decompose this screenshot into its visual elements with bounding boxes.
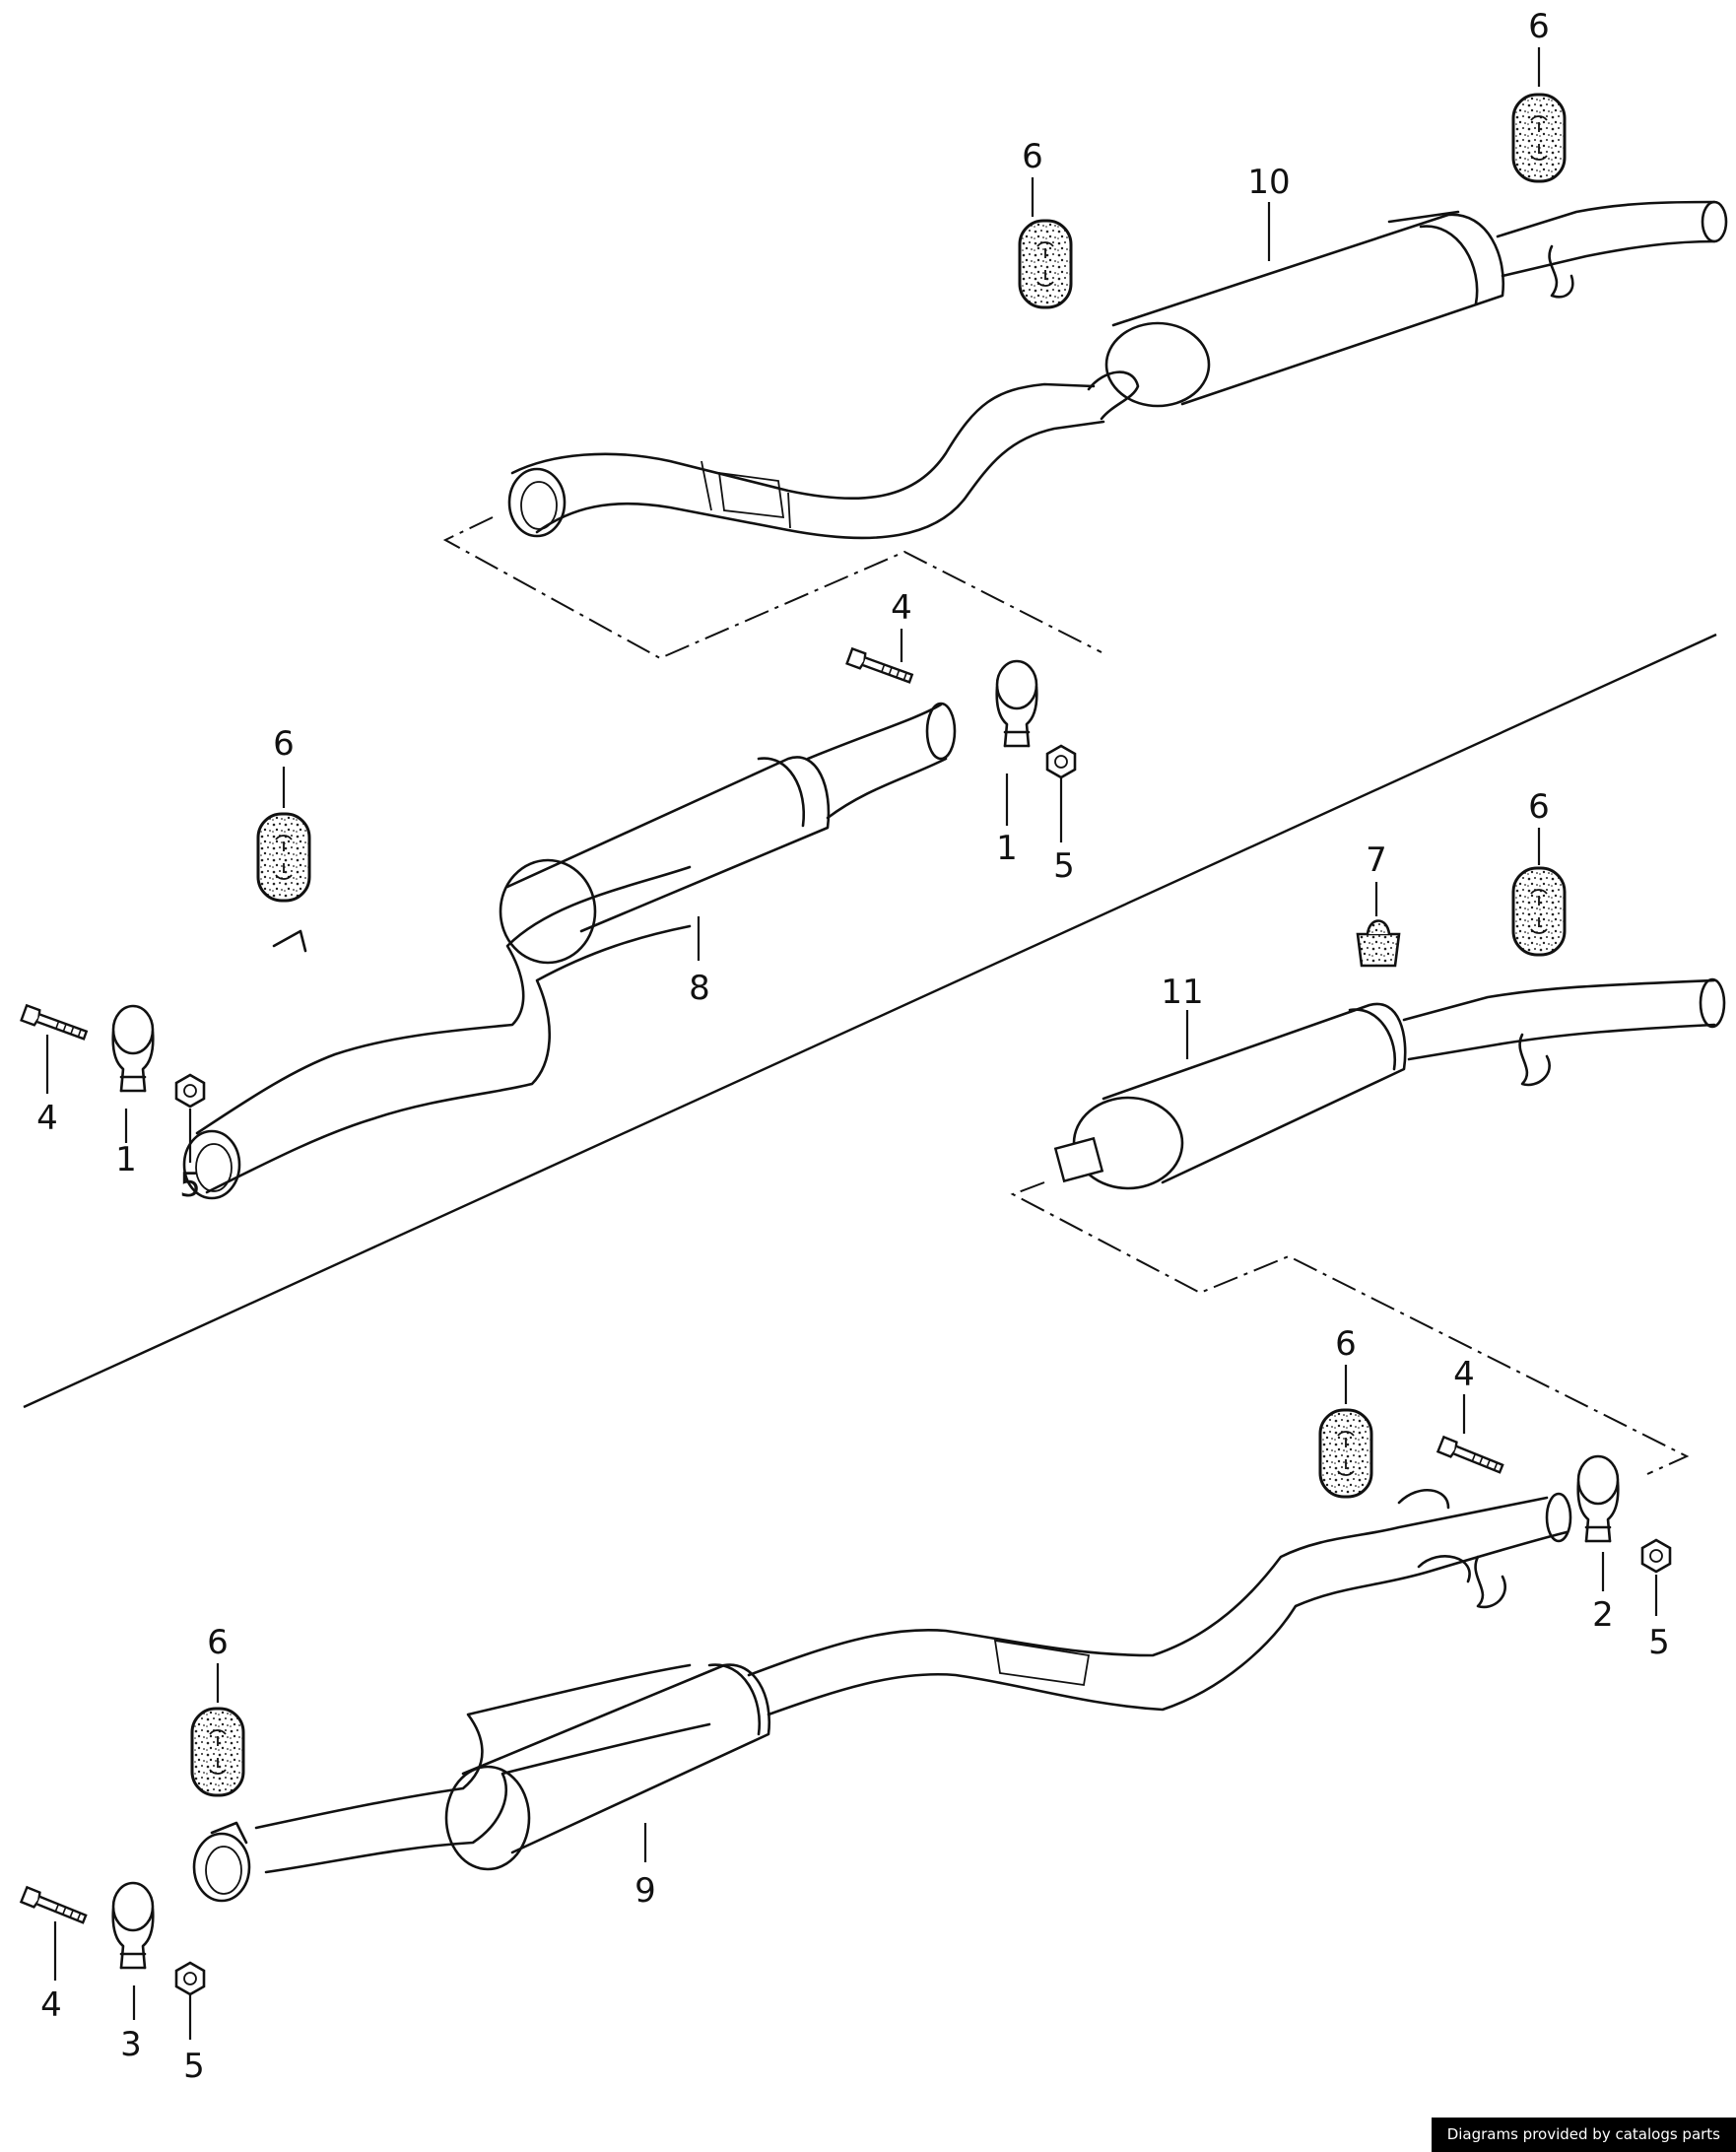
callout-4: 4 <box>40 1985 62 2025</box>
callout-6: 6 <box>1335 1324 1357 1364</box>
callout-4: 4 <box>891 588 912 628</box>
callout-10: 10 <box>1247 163 1290 202</box>
callout-6: 6 <box>1528 7 1550 46</box>
callout-6: 6 <box>1528 787 1550 827</box>
callout-5: 5 <box>179 1166 201 1205</box>
leader-lines <box>45 47 1658 2040</box>
callout-4: 4 <box>36 1099 58 1138</box>
rubber-buffer-icon <box>1356 919 1401 968</box>
rubber-hanger-icon <box>256 812 311 903</box>
callout-1: 1 <box>115 1140 137 1179</box>
bolt-icon <box>20 1886 89 1928</box>
nut-icon <box>1640 1538 1672 1574</box>
callout-3: 3 <box>120 2025 142 2064</box>
pipe-clamp-icon <box>995 659 1038 748</box>
bolt-icon <box>1436 1436 1505 1478</box>
bolt-icon <box>845 647 915 688</box>
callout-6: 6 <box>207 1623 229 1662</box>
callout-11: 11 <box>1161 973 1203 1012</box>
part-8-front-pipe-with-middle-silencer <box>182 702 957 1200</box>
callout-6: 6 <box>273 724 295 764</box>
callout-2: 2 <box>1592 1595 1614 1635</box>
part-11-rear-silencer <box>1010 977 1726 1475</box>
nut-icon <box>174 1073 206 1109</box>
credit-label: Diagrams provided by catalogs parts <box>1431 2118 1736 2152</box>
rubber-hanger-icon <box>190 1707 245 1797</box>
callout-5: 5 <box>1053 846 1075 886</box>
callout-1: 1 <box>996 829 1018 868</box>
nut-icon <box>1045 744 1077 779</box>
nut-icon <box>174 1961 206 1996</box>
rubber-hanger-icon <box>1018 219 1073 309</box>
callout-6: 6 <box>1022 137 1043 176</box>
pipe-clamp-icon <box>1576 1454 1620 1543</box>
pipe-clamp-icon <box>111 1881 155 1970</box>
bolt-icon <box>20 1004 90 1044</box>
callout-4: 4 <box>1453 1355 1475 1394</box>
rubber-hanger-icon <box>1318 1408 1373 1499</box>
rubber-hanger-icon <box>1511 93 1567 183</box>
part-10-rear-silencer-assembly <box>442 200 1728 660</box>
part-9-front-pipe-with-middle-silencer <box>192 1488 1572 1903</box>
divider-line <box>23 633 1717 1409</box>
callout-7: 7 <box>1366 841 1387 880</box>
callout-5: 5 <box>183 2047 205 2086</box>
callout-8: 8 <box>689 969 710 1008</box>
pipe-clamp-icon <box>111 1004 155 1093</box>
callout-9: 9 <box>634 1871 656 1911</box>
rubber-hanger-icon <box>1511 866 1567 957</box>
callout-5: 5 <box>1648 1623 1670 1662</box>
